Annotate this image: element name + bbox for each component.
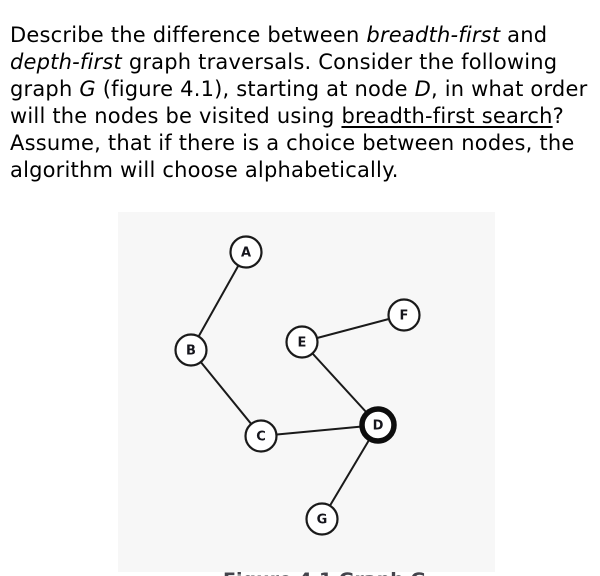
node-label-e: E: [298, 336, 307, 351]
edge-a-b: [190, 251, 247, 351]
node-c: [244, 419, 278, 453]
question-line-1: Describe the difference between breadth-…: [10, 22, 587, 49]
node-label-d: D: [373, 419, 384, 434]
node-f: [387, 298, 421, 332]
text-segment: will the nodes be visited using: [10, 104, 342, 128]
question-line-4: will the nodes be visited using breadth-…: [10, 103, 587, 130]
node-a: [229, 235, 263, 269]
text-segment-italic: D: [414, 77, 431, 101]
question-line-5: Assume, that if there is a choice betwee…: [10, 130, 587, 157]
node-b: [174, 333, 208, 367]
figure-panel: A B C D E F G: [118, 212, 495, 572]
node-label-g: G: [317, 513, 328, 528]
node-e: [285, 325, 319, 359]
edge-c-d: [260, 424, 379, 437]
text-segment: graph: [10, 77, 80, 101]
node-label-c: C: [256, 430, 266, 445]
text-segment: , in what order: [430, 77, 588, 101]
text-segment-italic: G: [79, 77, 96, 101]
node-d-start: [359, 406, 397, 444]
edge-d-e: [301, 341, 379, 426]
question-line-2: depth-first graph traversals. Consider t…: [10, 49, 587, 76]
node-g: [305, 502, 339, 536]
graph-figure: A B C D E F G: [174, 235, 421, 536]
node-label-b: B: [186, 344, 196, 359]
figure-caption: Figure 4.1 Graph G: [118, 568, 531, 576]
text-segment: ?: [552, 104, 565, 128]
question-line-6: algorithm will choose alphabetically.: [10, 157, 587, 184]
text-segment: graph traversals. Consider the following: [121, 50, 558, 74]
text-segment-italic: breadth-first: [366, 23, 501, 47]
text-segment-italic: depth-first: [10, 50, 122, 74]
node-label-a: A: [241, 246, 251, 261]
node-label-f: F: [400, 309, 409, 324]
question-line-3: graph G (figure 4.1), starting at node D…: [10, 76, 587, 103]
edge-b-c: [190, 349, 262, 437]
question-text: Describe the difference between breadth-…: [10, 22, 587, 184]
text-segment-underline: breadth-first search: [341, 104, 553, 128]
text-segment: Assume, that if there is a choice betwee…: [10, 131, 575, 155]
text-segment: algorithm will choose alphabetically.: [10, 158, 399, 182]
text-segment: and: [500, 23, 548, 47]
text-segment: Describe the difference between: [10, 23, 367, 47]
edge-e-f: [301, 314, 405, 343]
text-segment: (figure 4.1), starting at node: [95, 77, 415, 101]
